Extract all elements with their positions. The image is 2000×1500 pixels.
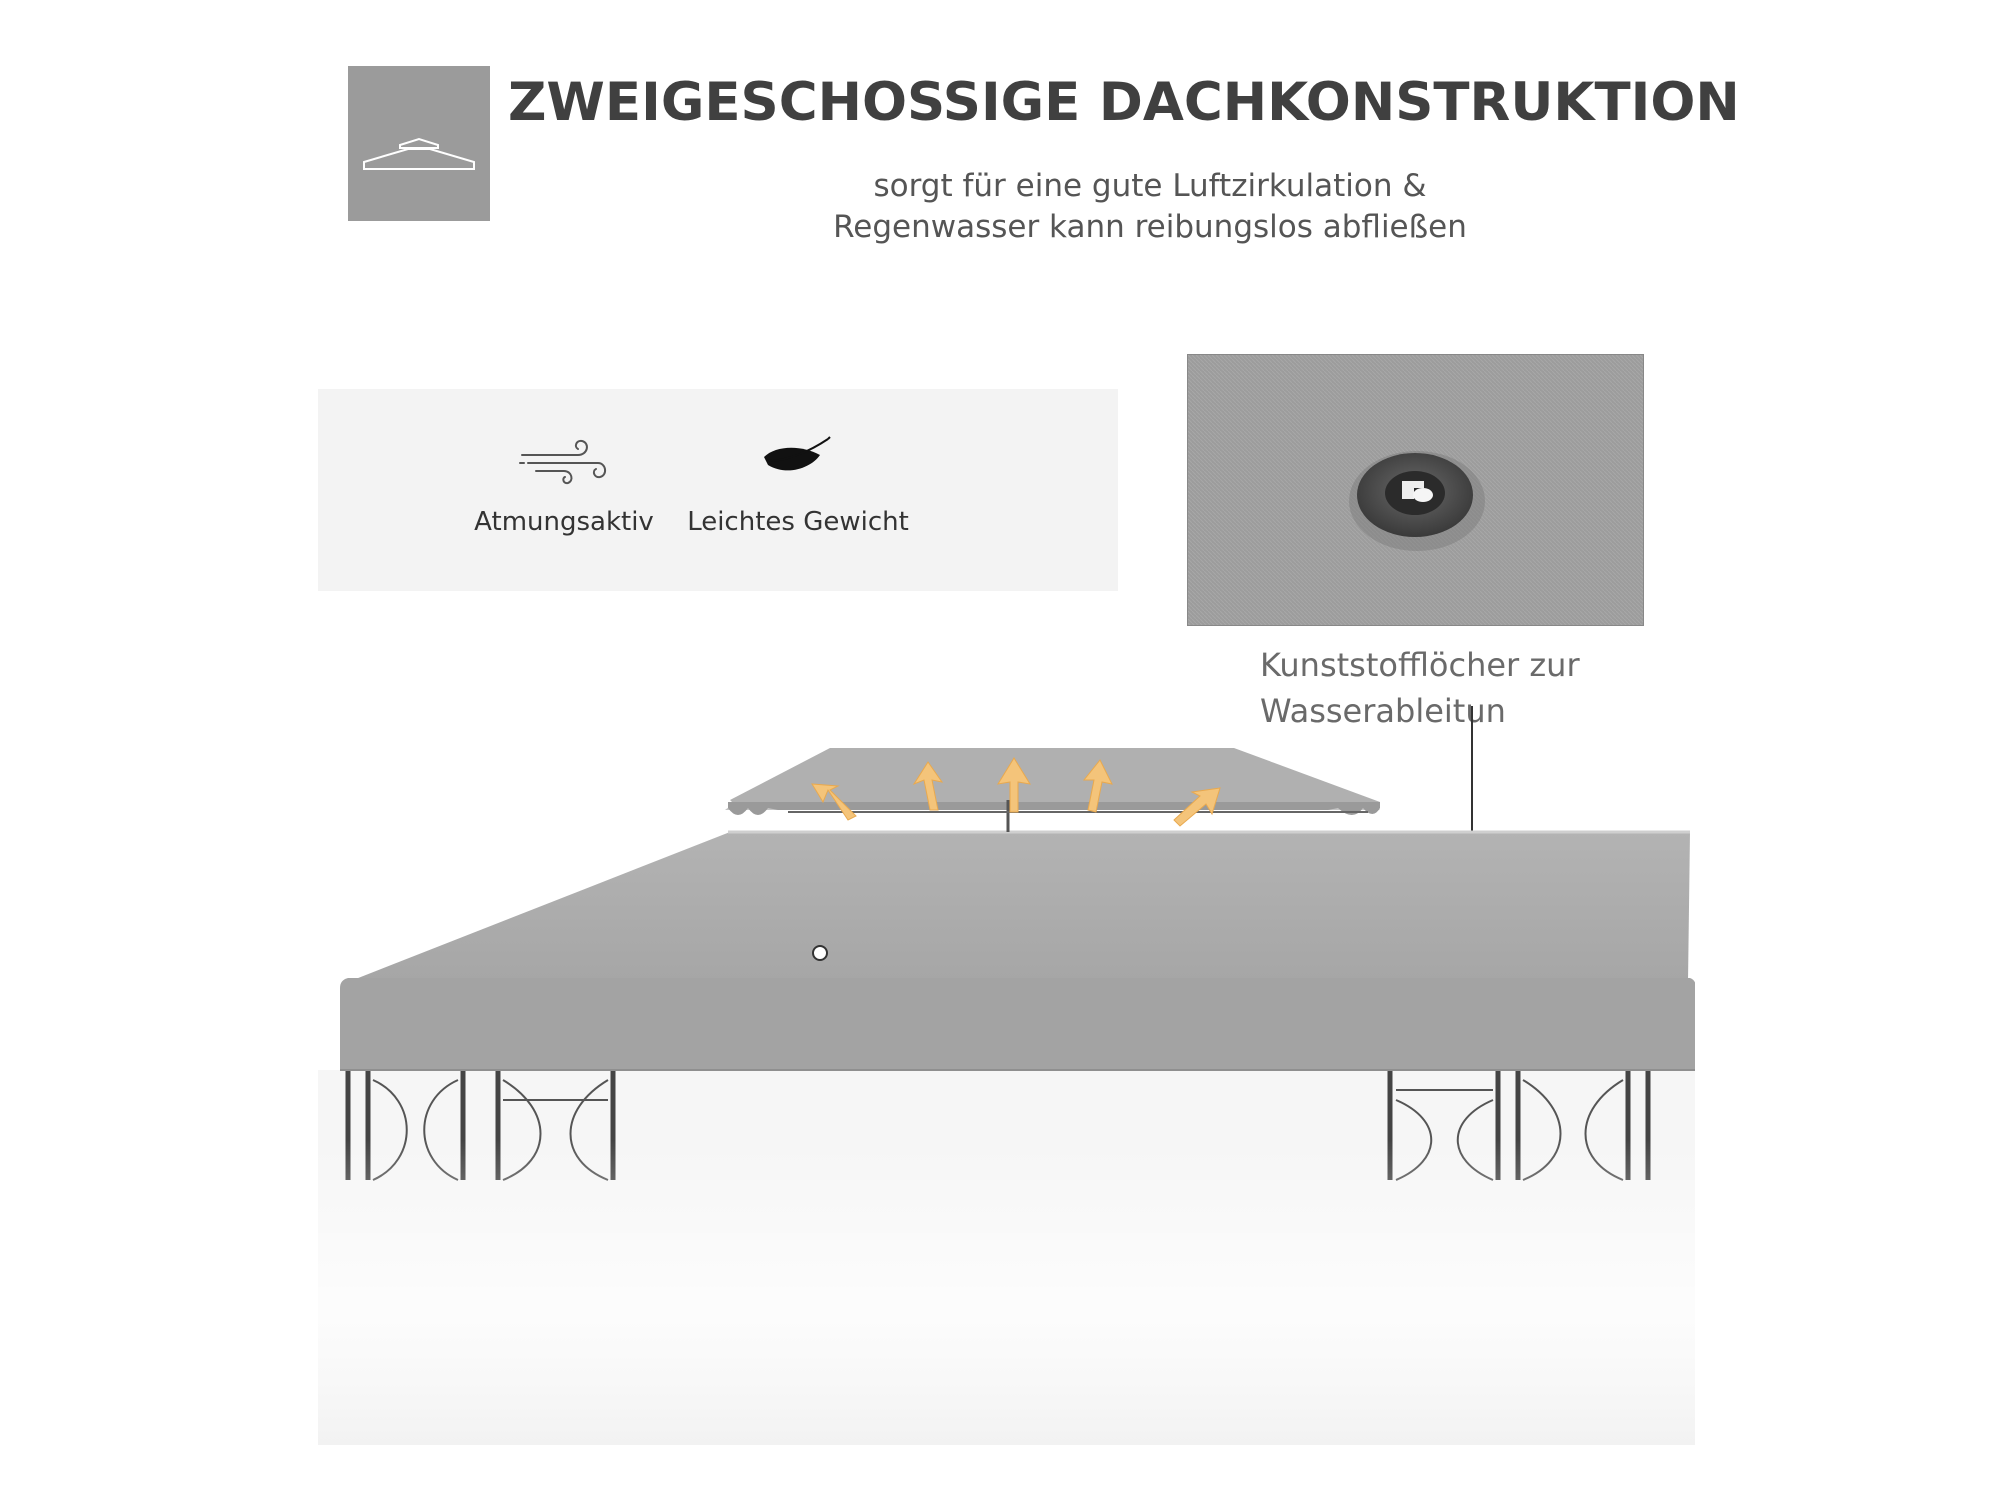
feature-label-lightweight: Leichtes Gewicht bbox=[687, 507, 909, 537]
feature-panel: Atmungsaktiv Leichtes Gewicht bbox=[318, 389, 1118, 591]
header-icon-box bbox=[348, 66, 490, 221]
gazebo-roof-illustration bbox=[318, 740, 1696, 1445]
callout-dot bbox=[812, 945, 828, 961]
feature-breathable bbox=[518, 435, 610, 491]
subtitle-line-1: sorgt für eine gute Luftzirkulation & bbox=[873, 168, 1427, 204]
feature-lightweight bbox=[758, 435, 834, 489]
feather-icon bbox=[764, 436, 831, 471]
subtitle-line-2: Regenwasser kann reibungslos abfließen bbox=[833, 209, 1467, 245]
feature-label-breathable: Atmungsaktiv bbox=[474, 507, 654, 537]
double-roof-icon bbox=[363, 137, 475, 170]
drain-hole-detail-photo bbox=[1187, 354, 1644, 626]
page-title: ZWEIGESCHOSSIGE DACHKONSTRUKTION bbox=[508, 72, 1740, 133]
wind-icon bbox=[519, 439, 606, 485]
detail-caption-line-2: Wasserableitun bbox=[1260, 692, 1506, 730]
detail-caption-line-1: Kunststofflöcher zur bbox=[1260, 646, 1580, 684]
